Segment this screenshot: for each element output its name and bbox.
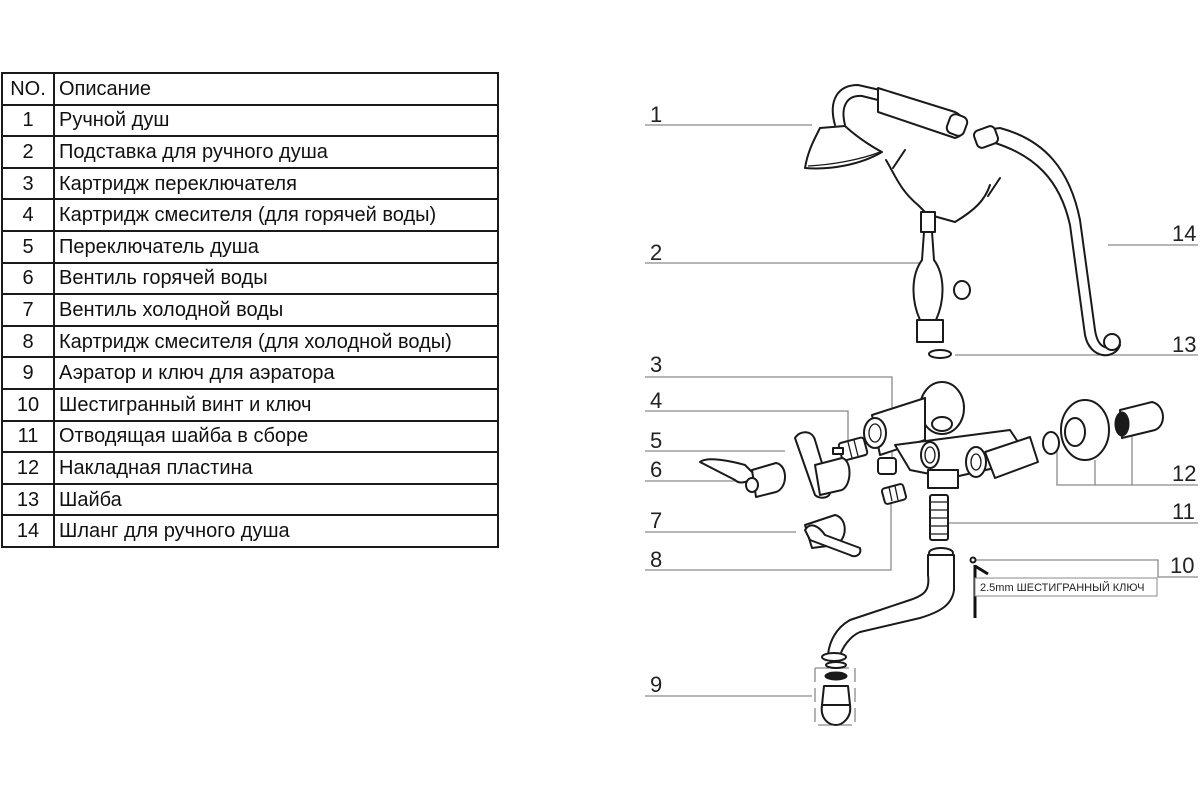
callout-6: 6: [645, 457, 735, 482]
part-number-cell: 9: [1, 356, 55, 390]
part-description-cell: Вентиль горячей воды: [53, 261, 499, 296]
callout-8: 8: [645, 490, 892, 572]
part-number-cell: 8: [1, 324, 55, 359]
leader-line-4: [645, 410, 849, 440]
callout-7: 7: [645, 508, 796, 533]
header-description: Описание: [53, 72, 499, 106]
part-description-cell: Картридж смесителя (для холодной воды): [53, 324, 499, 359]
callout-label-4: 4: [650, 388, 662, 413]
handles-part: [699, 431, 862, 558]
part-description-cell: Накладная пластина: [53, 451, 499, 485]
callout-11: 11: [948, 499, 1198, 524]
part-description-cell: Картридж смесителя (для горячей воды): [53, 198, 499, 232]
callout-label-12: 12: [1172, 461, 1196, 486]
cover-plate-part: [1042, 399, 1164, 461]
part-description-cell: Ручной душ: [53, 103, 499, 138]
callout-label-3: 3: [650, 352, 662, 377]
part-number-cell: 2: [1, 135, 55, 169]
part-description-cell: Шайба: [53, 482, 499, 517]
leader-line-10: [975, 559, 1198, 578]
part-description-cell: Аэратор и ключ для аэратора: [53, 356, 499, 390]
part-description-cell: Шланг для ручного душа: [53, 514, 499, 548]
table-header-row: NO. Описание: [1, 72, 499, 106]
callout-label-7: 7: [650, 508, 662, 533]
mixer-body-part: [863, 381, 1039, 489]
part-number-cell: 12: [1, 451, 55, 485]
part-number-cell: 4: [1, 198, 55, 232]
leader-line-12: [1056, 448, 1198, 486]
part-number-cell: 10: [1, 387, 55, 422]
part-description-cell: Шестигранный винт и ключ: [53, 387, 499, 422]
part-number-cell: 3: [1, 166, 55, 201]
diverter-part: [929, 494, 949, 541]
part-number-cell: 13: [1, 482, 55, 517]
callout-2: 2: [645, 240, 922, 265]
part-description-cell: Отводящая шайба в сборе: [53, 419, 499, 454]
hand-shower-part: [804, 84, 969, 170]
hex-key-part: 2.5mm ШЕСТИГРАННЫЙ КЛЮЧ: [969, 556, 1158, 618]
callout-label-6: 6: [650, 457, 662, 482]
part-description-cell: Переключатель душа: [53, 229, 499, 264]
cartridges-part: [832, 436, 908, 505]
header-no: NO.: [1, 72, 55, 106]
callout-4: 4: [645, 388, 849, 440]
callout-label-2: 2: [650, 240, 662, 265]
callout-1: 1: [645, 102, 812, 127]
part-description-cell: Подставка для ручного душа: [53, 135, 499, 169]
leader-line-8: [645, 490, 892, 571]
shower-holder-part: [885, 149, 1001, 359]
shower-hose-part: [972, 125, 1121, 357]
part-number-cell: 11: [1, 419, 55, 454]
callout-5: 5: [645, 428, 785, 453]
callout-label-13: 13: [1172, 332, 1196, 357]
callout-12: 12: [1056, 430, 1198, 486]
callout-label-10: 10: [1170, 553, 1194, 578]
callout-label-14: 14: [1172, 221, 1196, 246]
callout-label-1: 1: [650, 102, 662, 127]
part-description-cell: Вентиль холодной воды: [53, 293, 499, 327]
callout-label-8: 8: [650, 547, 662, 572]
part-number-cell: 1: [1, 103, 55, 138]
aerator-part: [814, 661, 856, 726]
callout-label-9: 9: [650, 672, 662, 697]
part-number-cell: 6: [1, 261, 55, 296]
callout-label-5: 5: [650, 428, 662, 453]
spout-part: [821, 547, 955, 662]
callout-10: 10: [975, 553, 1198, 578]
callout-14: 14: [1108, 221, 1198, 246]
part-number-cell: 7: [1, 293, 55, 327]
callout-9: 9: [645, 672, 812, 697]
part-number-cell: 14: [1, 514, 55, 548]
part-description-cell: Картридж переключателя: [53, 166, 499, 201]
part-number-cell: 5: [1, 229, 55, 264]
callout-13: 13: [955, 332, 1198, 357]
hex-key-note: 2.5mm ШЕСТИГРАННЫЙ КЛЮЧ: [980, 581, 1144, 594]
callout-label-11: 11: [1172, 499, 1195, 524]
